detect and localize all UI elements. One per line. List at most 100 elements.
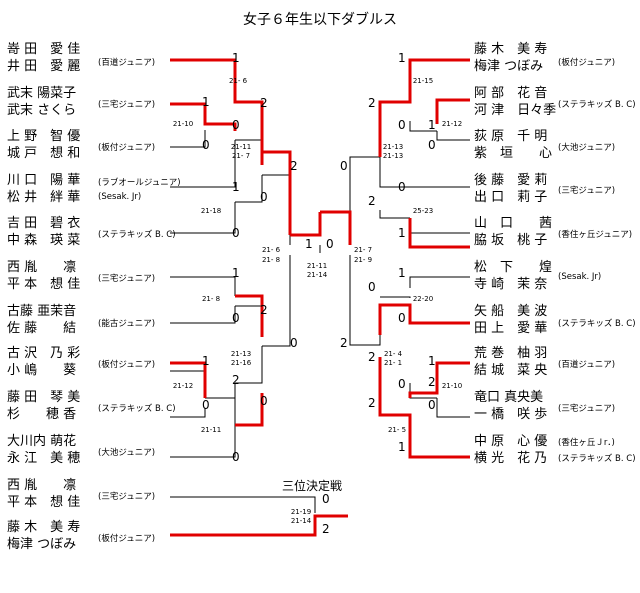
player-name: 松 下 煌 <box>474 260 553 275</box>
player-name: 佐 藤 結 <box>7 321 77 336</box>
right-team-9: 竜口 真央美一 橋 咲 歩 <box>474 389 574 423</box>
game-number: 1 <box>398 440 406 454</box>
game-number: 0 <box>398 377 406 391</box>
right-team-2: 阿 部 花 音河 津 日々季 <box>474 85 574 119</box>
left-team-8: 古 沢 乃 彩小 嶋 葵 <box>7 345 107 379</box>
game-number: 1 <box>398 51 406 65</box>
club-name: (香住ヶ丘ジュニア) <box>558 230 633 240</box>
third-team-1: 西 胤 凛平 本 想 佳 <box>7 477 107 511</box>
player-name: 永 江 美 穂 <box>7 451 81 466</box>
player-name: 荒 巻 柚 羽 <box>474 346 548 361</box>
player-name: 阿 部 花 音 <box>474 86 548 101</box>
left-team-3: 上 野 智 優城 戸 想 和 <box>7 128 107 162</box>
game-number: 0 <box>398 311 406 325</box>
player-name: 寺 崎 茉 奈 <box>474 277 548 292</box>
score: 21-12 <box>441 120 463 128</box>
player-name: 山 口 茜 <box>474 216 553 231</box>
player-name: 荻 原 千 明 <box>474 129 548 144</box>
player-name: 小 嶋 葵 <box>7 363 77 378</box>
right-team-4: 後 藤 愛 莉出 口 莉 子 <box>474 172 574 206</box>
score: 21- 7 <box>353 246 373 254</box>
score: 21- 6 <box>228 77 248 85</box>
right-team-6: 松 下 煌寺 崎 茉 奈 <box>474 259 574 293</box>
right-team-8: 荒 巻 柚 羽結 城 菜 央 <box>474 345 574 379</box>
score: 21-19 <box>290 508 312 516</box>
game-number: 0 <box>398 180 406 194</box>
club-name: (三宅ジュニア) <box>558 186 616 196</box>
game-number: 2 <box>368 396 376 410</box>
player-name: 後 藤 愛 莉 <box>474 173 548 188</box>
left-team-10: 大川内 萌花永 江 美 穂 <box>7 433 107 467</box>
score: 21-13 <box>230 350 252 358</box>
game-number: 2 <box>340 336 348 350</box>
score: 21-16 <box>230 359 252 367</box>
player-name: 中 森 瑛 菜 <box>7 233 81 248</box>
player-name: 紫 垣 心 <box>474 146 553 161</box>
game-number: 2 <box>368 194 376 208</box>
player-name: 西 胤 凛 <box>7 260 77 275</box>
score: 21-13 <box>382 143 404 151</box>
third-team-2: 藤 木 美 寿梅津 つぼみ <box>7 519 107 553</box>
score: 25-23 <box>412 207 434 215</box>
club-name: (板付ジュニア) <box>98 360 156 370</box>
club-name: (ステラキッズ B. C) <box>558 454 636 464</box>
score: 21-11 <box>230 143 252 151</box>
game-number: 0 <box>260 394 268 408</box>
player-name: 結 城 菜 央 <box>474 363 548 378</box>
club-name: (香住ヶ丘Ｊr．) <box>558 438 615 448</box>
player-name: 出 口 莉 子 <box>474 190 548 205</box>
game-number: 0 <box>368 280 376 294</box>
game-number: 0 <box>326 237 334 251</box>
club-name: (ステラキッズ B. C) <box>558 100 636 110</box>
club-name: (ラブオールジュニア) <box>98 178 181 188</box>
score: 21-14 <box>306 271 328 279</box>
game-number: 0 <box>232 450 240 464</box>
score: 21-14 <box>290 517 312 525</box>
page-title: 女子６年生以下ダブルス <box>243 12 397 28</box>
player-name: 井 田 愛 麗 <box>7 59 81 74</box>
club-name: (百道ジュニア) <box>98 58 156 68</box>
game-number: 2 <box>428 375 436 389</box>
club-name: (三宅ジュニア) <box>558 404 616 414</box>
club-name: (大池ジュニア) <box>558 143 616 153</box>
game-number: 0 <box>202 138 210 152</box>
score: 21-11 <box>200 426 222 434</box>
score: 21-13 <box>382 152 404 160</box>
game-number: 2 <box>322 522 330 536</box>
game-number: 1 <box>428 118 436 132</box>
club-name: (大池ジュニア) <box>98 448 156 458</box>
game-number: 0 <box>260 190 268 204</box>
left-team-2: 武末 陽菜子武末 さくら <box>7 85 107 119</box>
club-name: (Sesak. Jr) <box>98 192 142 202</box>
game-number: 0 <box>232 118 240 132</box>
player-name: 中 原 心 優 <box>474 434 548 449</box>
score: 21-11 <box>306 262 328 270</box>
player-name: 河 津 日々季 <box>474 103 557 118</box>
left-team-6: 西 胤 凛平 本 想 佳 <box>7 259 107 293</box>
club-name: (三宅ジュニア) <box>98 492 156 502</box>
game-number: 2 <box>232 373 240 387</box>
left-team-1: 嵜 田 愛 佳井 田 愛 麗 <box>7 41 107 75</box>
player-name: 藤 木 美 寿 <box>474 42 548 57</box>
player-name: 藤 木 美 寿 <box>7 520 81 535</box>
game-number: 0 <box>290 336 298 350</box>
score: 21- 8 <box>261 256 281 264</box>
club-name: (板付ジュニア) <box>98 534 156 544</box>
player-name: 古 沢 乃 彩 <box>7 346 81 361</box>
club-name: (三宅ジュニア) <box>98 274 156 284</box>
game-number: 0 <box>322 492 330 506</box>
player-name: 大川内 萌花 <box>7 434 77 449</box>
game-number: 1 <box>202 95 210 109</box>
player-name: 杉 穂 香 <box>7 407 77 422</box>
right-team-3: 荻 原 千 明紫 垣 心 <box>474 128 574 162</box>
player-name: 吉 田 碧 衣 <box>7 216 81 231</box>
score: 22-20 <box>412 295 434 303</box>
game-number: 2 <box>290 159 298 173</box>
score: 21- 7 <box>231 152 251 160</box>
player-name: 古藤 亜茉音 <box>7 304 77 319</box>
game-number: 0 <box>202 398 210 412</box>
club-name: (百道ジュニア) <box>558 360 616 370</box>
player-name: 梅津 つぼみ <box>474 59 544 74</box>
